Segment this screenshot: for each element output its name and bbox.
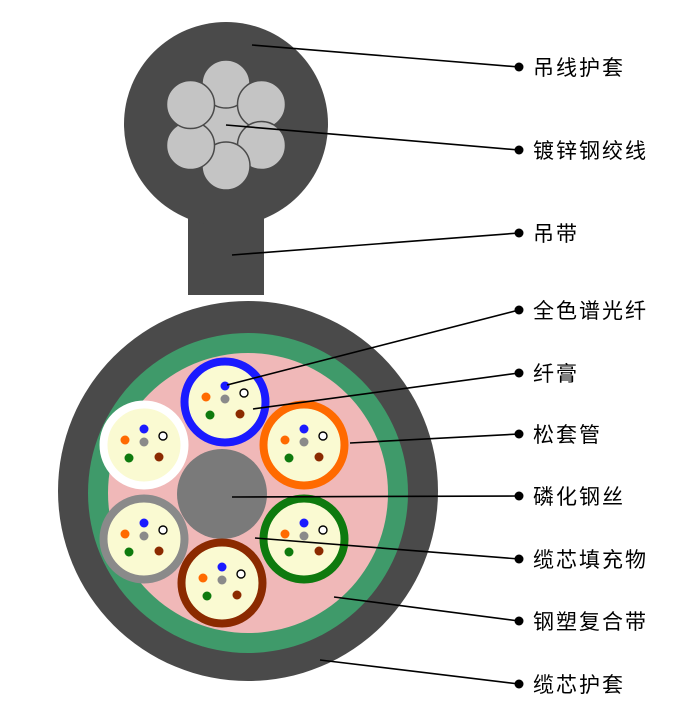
fiber-blue: [139, 518, 149, 528]
leader-dot: [514, 491, 524, 501]
fiber-gray: [220, 394, 230, 404]
fiber-blue: [299, 424, 309, 434]
leader-core-sheath: [319, 659, 520, 685]
leader-dot: [514, 554, 524, 564]
cable-core-section: [58, 301, 438, 681]
fiber-blue: [299, 518, 309, 528]
fiber-orange: [280, 529, 290, 539]
leader-core-filler: [254, 537, 520, 560]
leader-dot: [514, 429, 524, 439]
label-core-sheath: 缆芯护套: [533, 673, 625, 697]
steel-strand-wire: [165, 79, 216, 130]
fiber-orange: [198, 573, 208, 583]
fiber-white: [158, 431, 168, 441]
label-core-filler: 缆芯填充物: [533, 548, 648, 572]
leader-lines: [225, 44, 524, 689]
fiber-white: [318, 525, 328, 535]
label-full-spectrum-fiber: 全色谱光纤: [533, 299, 648, 323]
fiber-orange: [120, 435, 130, 445]
fiber-green: [202, 591, 212, 601]
fiber-brown: [154, 546, 164, 556]
label-fiber-gel: 纤膏: [533, 362, 579, 386]
fiber-brown: [232, 590, 242, 600]
leader-dot: [514, 228, 524, 238]
fiber-orange: [120, 529, 130, 539]
fiber-brown: [314, 546, 324, 556]
fiber-green: [124, 453, 134, 463]
fiber-white: [158, 525, 168, 535]
fiber-white: [239, 388, 249, 398]
fiber-brown: [314, 452, 324, 462]
fiber-blue: [139, 424, 149, 434]
label-loose-tube: 松套管: [533, 423, 602, 447]
leader-dot: [514, 616, 524, 626]
fiber-green: [205, 410, 215, 420]
leader-loose-tube: [349, 433, 520, 444]
label-galvanized-steel-strand: 镀锌钢绞线: [533, 139, 648, 163]
fiber-green: [124, 547, 134, 557]
fiber-brown: [154, 452, 164, 462]
label-phosphated-steel-wire: 磷化钢丝: [533, 485, 625, 509]
leader-messenger-sheath: [251, 44, 520, 68]
leader-dot: [514, 305, 524, 315]
fiber-gray: [139, 531, 149, 541]
fiber-blue: [220, 381, 230, 391]
fiber-gray: [139, 437, 149, 447]
fiber-white: [318, 431, 328, 441]
label-steel-plastic-tape: 钢塑复合带: [533, 610, 648, 634]
leader-steel-wire: [231, 495, 520, 498]
label-suspension-strip: 吊带: [533, 222, 579, 246]
fiber-brown: [235, 409, 245, 419]
fiber-green: [284, 453, 294, 463]
fiber-green: [284, 547, 294, 557]
suspension-strip-shape: [188, 215, 264, 295]
fiber-blue: [217, 562, 227, 572]
labels: 吊线护套 镀锌钢绞线 吊带 全色谱光纤 纤膏 松套管 磷化钢丝 缆芯填充物 钢塑…: [533, 56, 648, 697]
galvanized-steel-strand-group: [165, 59, 287, 191]
loose-tube-group: [99, 357, 349, 628]
fiber-gray: [299, 531, 309, 541]
messenger-section: [124, 22, 328, 295]
label-messenger-sheath: 吊线护套: [533, 56, 625, 80]
leader-fiber: [226, 309, 520, 386]
fiber-gray: [217, 575, 227, 585]
leader-dot: [514, 679, 524, 689]
leader-suspension-strip: [231, 232, 520, 256]
fiber-gray: [299, 437, 309, 447]
fiber-orange: [201, 392, 211, 402]
phosphated-steel-wire-shape: [177, 449, 267, 539]
leader-fiber-gel: [252, 372, 520, 410]
fiber-orange: [280, 435, 290, 445]
leader-dot: [514, 145, 524, 155]
fiber-white: [236, 569, 246, 579]
leader-armor-tape: [333, 596, 520, 622]
leader-dot: [514, 62, 524, 72]
leader-dot: [514, 368, 524, 378]
leader-steel-strand: [225, 124, 520, 151]
